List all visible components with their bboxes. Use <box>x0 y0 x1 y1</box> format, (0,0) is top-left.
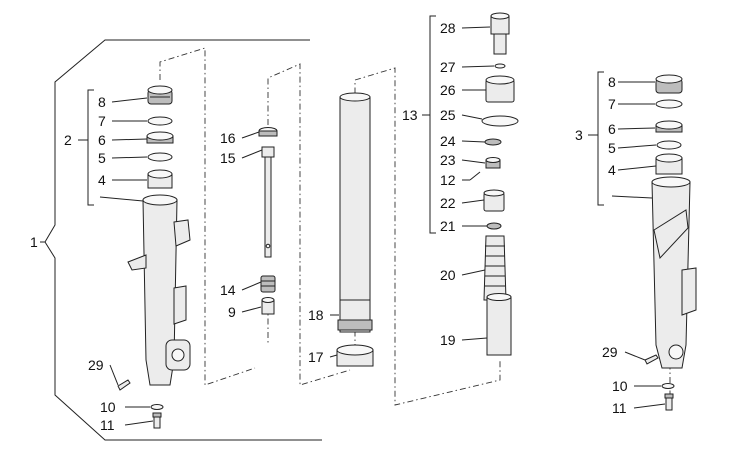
callout-12: 12 <box>440 172 456 188</box>
part-7-clip-right <box>655 99 683 109</box>
callout-8-left: 8 <box>98 94 106 110</box>
cartridge-parts <box>469 12 519 356</box>
callout-11-right: 11 <box>612 400 627 416</box>
part-14-spring <box>260 275 276 293</box>
group-1-bracket <box>40 39 322 441</box>
part-26-bushing <box>485 75 515 103</box>
callout-10-left: 10 <box>100 399 116 415</box>
part-17-bushing <box>336 344 374 367</box>
part-21-washer <box>486 222 502 230</box>
left-fork-parts <box>117 85 191 429</box>
part-5-washer-right <box>656 140 682 150</box>
group-2-bracket <box>78 89 94 206</box>
callout-6-right: 6 <box>608 121 616 137</box>
callout-5-left: 5 <box>98 150 106 166</box>
callout-26: 26 <box>440 82 456 98</box>
part-8-seal-cap <box>147 85 173 105</box>
part-20-spring <box>483 235 507 301</box>
callout-20: 20 <box>440 267 456 283</box>
callout-3: 3 <box>575 127 583 143</box>
callout-5-right: 5 <box>608 140 616 156</box>
damper-rod-parts <box>258 127 278 315</box>
callout-4-left: 4 <box>98 172 106 188</box>
part-29-screw-left <box>117 379 131 391</box>
callout-29-left: 29 <box>88 357 104 373</box>
callout-13: 13 <box>402 107 418 123</box>
callout-25: 25 <box>440 107 456 123</box>
part-11-bolt-left <box>152 412 162 429</box>
callout-1: 1 <box>30 234 38 250</box>
part-27-oring <box>494 63 506 69</box>
callout-21: 21 <box>440 218 456 234</box>
callout-11-left: 11 <box>100 417 115 433</box>
callout-24: 24 <box>440 133 456 149</box>
callout-labels: 1 2 3 8 7 6 5 4 16 15 14 9 18 17 13 28 2… <box>30 20 628 433</box>
part-11-bolt-right <box>664 393 674 411</box>
right-fork-slider <box>651 176 697 369</box>
assembly-lines <box>159 20 671 406</box>
part-6-ring <box>146 131 174 144</box>
callout-14: 14 <box>220 282 236 298</box>
callout-6-left: 6 <box>98 132 106 148</box>
callout-16: 16 <box>220 130 236 146</box>
part-25-ring <box>481 115 519 127</box>
part-12-pin <box>469 171 481 181</box>
group-13-bracket <box>422 15 436 234</box>
callout-7-right: 7 <box>608 96 616 112</box>
part-10-washer-left <box>150 404 164 410</box>
callout-8-right: 8 <box>608 74 616 90</box>
callout-27: 27 <box>440 59 456 75</box>
part-19-tube <box>486 293 512 356</box>
part-10-washer-right <box>661 383 675 389</box>
callout-17: 17 <box>308 349 324 365</box>
part-18-inner-tube <box>337 92 373 333</box>
part-4-bushing-right <box>655 153 683 175</box>
callout-7-left: 7 <box>98 113 106 129</box>
part-22-body <box>483 189 505 212</box>
part-4-bushing <box>147 169 173 189</box>
callout-18: 18 <box>308 307 324 323</box>
callout-9: 9 <box>228 304 236 320</box>
callout-2: 2 <box>64 132 72 148</box>
part-29-screw-right <box>644 354 659 365</box>
leader-lines <box>99 26 666 426</box>
right-fork-parts <box>644 74 697 411</box>
part-15-rod <box>261 146 275 258</box>
part-16-nut-body <box>258 130 278 137</box>
callout-10-right: 10 <box>612 378 628 394</box>
part-23-valve <box>485 157 501 169</box>
callout-4-right: 4 <box>608 162 616 178</box>
callout-29-right: 29 <box>602 344 618 360</box>
callout-19: 19 <box>440 332 456 348</box>
inner-tube-parts <box>336 92 374 367</box>
part-6-ring-right <box>655 120 683 133</box>
group-3-bracket <box>588 71 604 206</box>
callout-15: 15 <box>220 150 236 166</box>
callout-28: 28 <box>440 20 456 36</box>
callout-23: 23 <box>440 152 456 168</box>
part-5-washer <box>147 152 173 162</box>
left-fork-slider <box>127 194 191 386</box>
part-9-piston <box>261 297 275 315</box>
part-24-washer <box>484 138 502 146</box>
part-28-top-cap <box>490 12 510 55</box>
part-7-clip <box>147 116 173 126</box>
part-8-seal-cap-right <box>655 74 683 94</box>
callout-22: 22 <box>440 195 456 211</box>
